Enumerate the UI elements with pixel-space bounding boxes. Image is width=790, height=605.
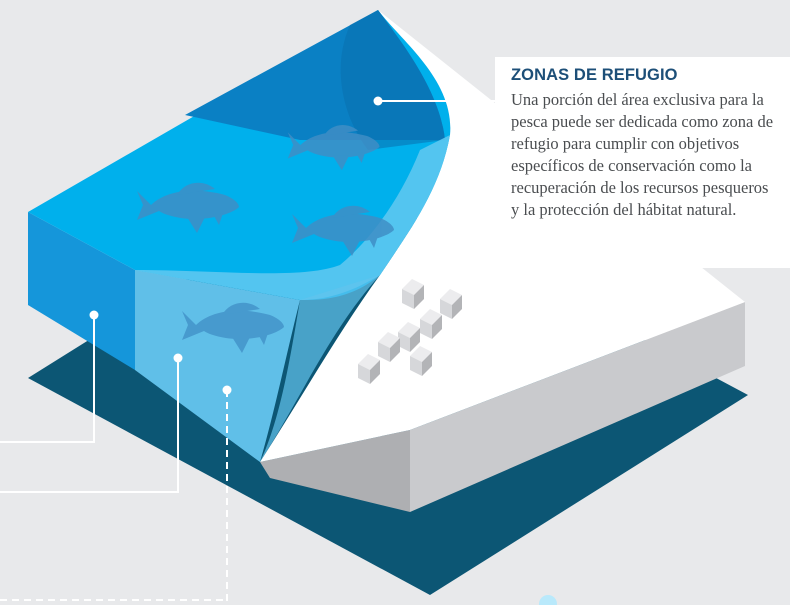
shallow-water-zone [135,135,450,300]
leader-line-shallow [0,358,179,493]
water-front-face [28,212,135,370]
callout-title: ZONAS DE REFUGIO [511,66,678,84]
pointer-dot-icon [89,310,99,320]
refuge-zone-band [340,10,445,150]
leader-line-front [0,315,95,443]
land-right-face [410,302,745,512]
refuge-zone-callout: ZONAS DE REFUGIO Una porción del área ex… [495,57,790,268]
pointer-dot-icon [173,353,183,363]
pointer-dot-icon [373,96,383,106]
pointer-dot-icon [222,385,232,395]
shallow-water-zone-lower [135,270,380,462]
land-front-face [260,430,410,512]
pointer-dot-icon [539,595,557,605]
callout-body: Una porción del área exclusiva para la p… [511,90,774,219]
